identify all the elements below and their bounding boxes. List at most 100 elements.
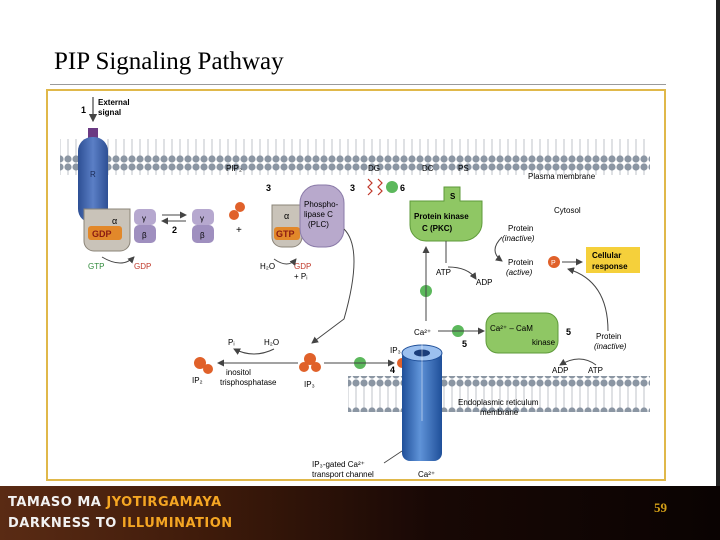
- pi-left-label: Pᵢ: [228, 338, 235, 347]
- ip3-channel-label: IP₃: [390, 346, 401, 355]
- protein-active-label-2: (active): [506, 268, 533, 277]
- dg-transfer-dot: [386, 181, 398, 193]
- pathway-diagram: 1 External signal R α γ β GDP 2 γ β GTP …: [60, 97, 650, 479]
- protein-inactive-label-2: (inactive): [502, 234, 535, 243]
- protein-kinase-c: [409, 186, 483, 242]
- plc-label-2: lipase C: [304, 210, 333, 219]
- pkc-label-2: C (PKC): [422, 224, 453, 233]
- camk-label-1: Ca²⁺ – CaM: [490, 324, 533, 333]
- cellular-response-label-2: response: [592, 262, 628, 271]
- protein-active-label: Protein: [508, 258, 533, 267]
- external-signal-label-2: signal: [98, 108, 121, 117]
- ip2-molecule: [194, 357, 206, 369]
- step-4-label: 4: [390, 365, 395, 375]
- camk-label-2: kinase: [532, 338, 556, 347]
- er-membrane-label: Endoplasmic reticulum: [458, 398, 539, 407]
- step-3-label-a: 3: [266, 183, 271, 193]
- adp-label-1: ADP: [476, 278, 492, 287]
- phosphorylation-arrow: [494, 236, 503, 262]
- ca-label-1: Ca²⁺: [414, 328, 431, 337]
- g-gamma-subunit-1: [134, 209, 156, 225]
- motto-part-4: ILLUMINATION: [121, 516, 233, 531]
- footer-banner: TAMASO MA JYOTIRGAMAYA DARKNESS TO ILLUM…: [0, 486, 720, 540]
- g-gamma-label-2: γ: [200, 214, 204, 223]
- g-gamma-subunit-2: [192, 209, 214, 225]
- pip2-phosphate-2: [229, 210, 239, 220]
- g-gamma-label-1: γ: [142, 214, 146, 223]
- gtp-gdp-exchange-arrow: [101, 256, 135, 264]
- signal-ligand: [88, 128, 98, 142]
- motto-part-2: JYOTIRGAMAYA: [106, 495, 222, 510]
- er-membrane-label-2: membrane: [480, 408, 519, 417]
- gdp-bound-box: [88, 226, 122, 240]
- ip2-label: IP₂: [192, 376, 203, 385]
- ip3-left-label: IP₃: [304, 380, 315, 389]
- gtp-hydrolysis-arrow: [273, 258, 297, 266]
- cellular-response-box: [586, 247, 640, 273]
- g-beta-subunit-2: [192, 225, 214, 243]
- channel-label-2: transport channel: [312, 470, 374, 479]
- dg-label: DG: [368, 164, 380, 173]
- g-alpha-label-2: α: [284, 211, 289, 221]
- pathway-figure: 1 External signal R α γ β GDP 2 γ β GTP …: [46, 89, 666, 481]
- phosphate-label: P: [551, 260, 556, 267]
- protein-inactive-label: Protein: [508, 224, 533, 233]
- slide-title: PIP Signaling Pathway: [54, 48, 284, 75]
- step-5-label-b: 5: [566, 327, 571, 337]
- g-beta-label-1: β: [142, 231, 147, 240]
- plc-label-1: Phospho-: [304, 200, 339, 209]
- atp-adp-arrow-1: [447, 266, 477, 280]
- inositol-label: inositol: [226, 368, 251, 377]
- plasma-membrane-label: Plasma membrane: [528, 172, 596, 181]
- cellular-response-label: Cellular: [592, 251, 621, 260]
- gdp-pi-label-2: + Pᵢ: [294, 272, 308, 281]
- step-6-label: 6: [400, 183, 405, 193]
- ip3-molecule-b: [299, 362, 309, 372]
- gtp-bound-label: GTP: [276, 229, 295, 239]
- page-number: 59: [654, 500, 667, 515]
- external-signal-label: External: [98, 98, 130, 107]
- g-beta-subunit-1: [134, 225, 156, 243]
- atp-adp-arrow-2: [559, 358, 597, 366]
- phosphate-group: [548, 256, 560, 268]
- gtp-bound-box: [274, 227, 300, 240]
- h2o-left-label: H₂O: [264, 338, 279, 347]
- gdp-free-label: GDP: [134, 262, 151, 271]
- ip3-molecule-c: [311, 362, 321, 372]
- dg-lipid: [367, 178, 383, 196]
- motto-part-3: DARKNESS TO: [8, 516, 122, 531]
- step-1-label: 1: [81, 105, 86, 115]
- channel-callout: [383, 450, 403, 464]
- ip2-molecule-b: [203, 364, 213, 374]
- protein-inactive-2-label-2: (inactive): [594, 342, 627, 351]
- plc-label-3: (PLC): [308, 220, 329, 229]
- pip2-label: PIP₂: [226, 164, 242, 173]
- receptor: [78, 137, 108, 223]
- channel-label: IP₃-gated Ca²⁺: [312, 460, 365, 469]
- step-2-label: 2: [172, 225, 177, 235]
- motto-part-1: TAMASO MA: [8, 495, 107, 510]
- ip3-molecule: [304, 353, 316, 365]
- gdp-pi-label: GDP: [294, 262, 311, 271]
- er-membrane-bilayer: [348, 376, 650, 412]
- g-alpha-label-1: α: [112, 216, 117, 226]
- cytosol-label: Cytosol: [554, 206, 581, 215]
- adp-label-2: ADP: [552, 366, 568, 375]
- h2o-top-label: H₂O: [260, 262, 275, 271]
- atp-label-2: ATP: [588, 366, 603, 375]
- receptor-label: R: [90, 170, 96, 179]
- footer-motto-line-2: DARKNESS TO ILLUMINATION: [8, 516, 233, 531]
- footer-motto-line-1: TAMASO MA JYOTIRGAMAYA: [8, 495, 222, 510]
- g-beta-label-2: β: [200, 231, 205, 240]
- ip3-release-path: [311, 228, 355, 344]
- camk-to-protein-active-arrow: [567, 267, 609, 332]
- protein-inactive-2-label: Protein: [596, 332, 621, 341]
- atp-label-1: ATP: [436, 268, 451, 277]
- title-rule: [50, 84, 666, 85]
- inositol-label-2: trisphosphatase: [220, 378, 277, 387]
- hydrolysis-arrow-left: [233, 348, 275, 355]
- ps-label: PS: [458, 164, 469, 173]
- pkc-label-1: Protein kinase: [414, 212, 469, 221]
- cam-kinase: [485, 312, 559, 354]
- step-3-label-b: 3: [350, 183, 355, 193]
